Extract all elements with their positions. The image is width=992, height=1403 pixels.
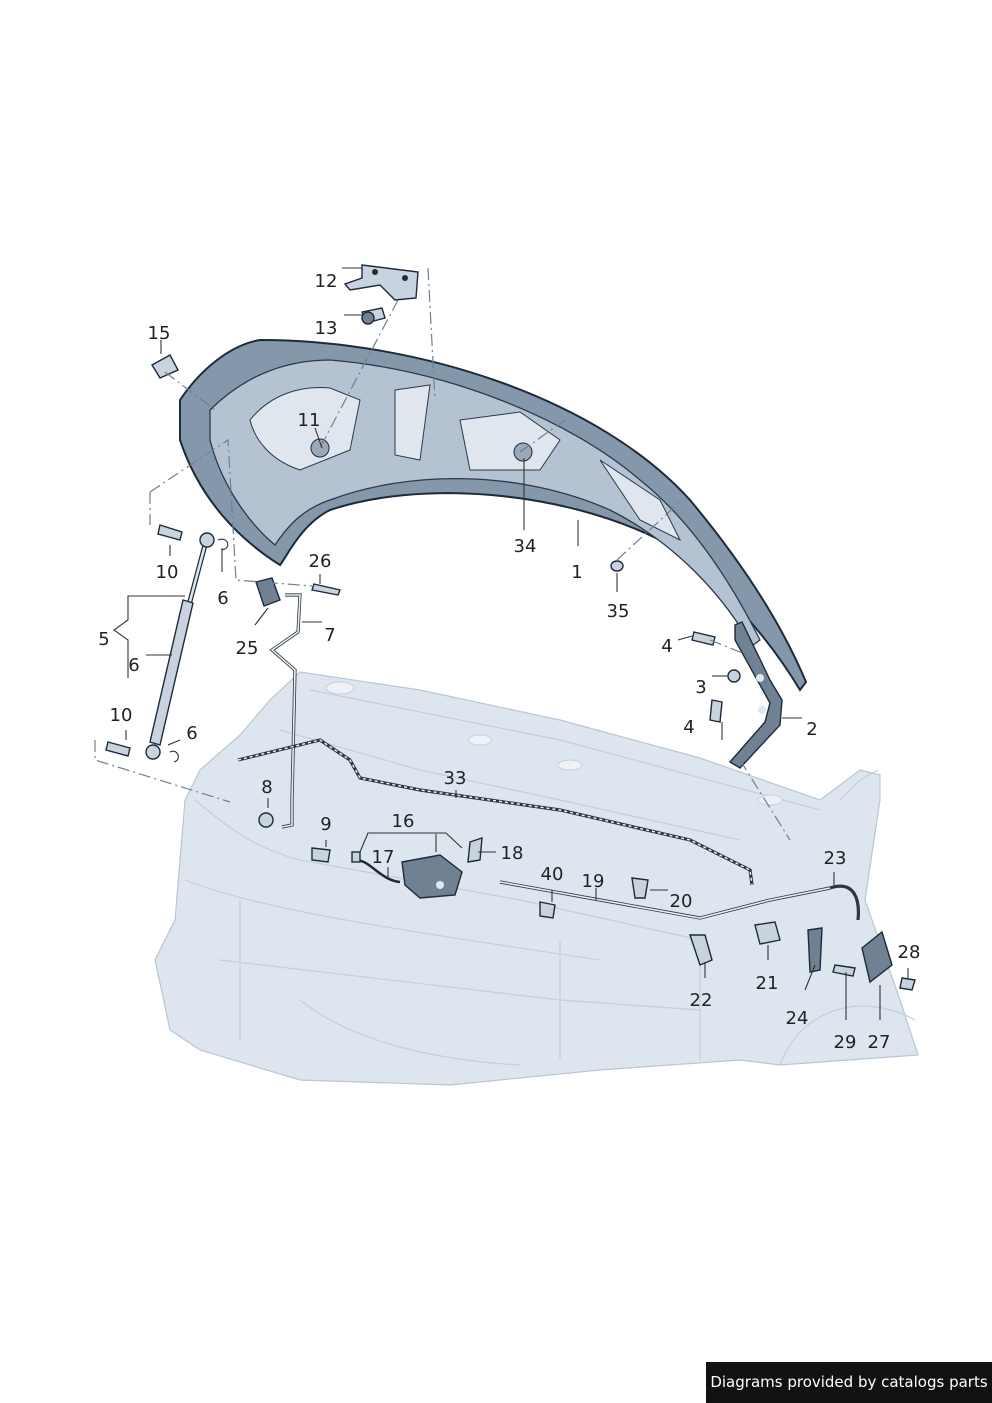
cable-clip-9 <box>311 847 331 863</box>
callout-12: 12 <box>315 271 338 292</box>
callout-7: 7 <box>324 625 335 646</box>
release-cable-front <box>269 593 302 829</box>
rubber-buffer <box>151 354 179 379</box>
callout-19: 19 <box>582 871 605 892</box>
latch-bolt <box>467 836 483 863</box>
callout-28: 28 <box>898 942 921 963</box>
gas-strut <box>145 532 215 760</box>
callout-4-upper: 4 <box>661 636 672 657</box>
grommet-8 <box>258 812 274 828</box>
callout-6-upper: 6 <box>217 588 228 609</box>
hinge-bolt-upper <box>691 631 716 646</box>
callout-10-lower: 10 <box>110 705 133 726</box>
callout-numbers: 1 2 3 4 4 5 6 6 6 7 8 9 10 10 11 12 13 1… <box>98 271 920 1053</box>
callout-34: 34 <box>514 536 537 557</box>
handle-24 <box>807 927 823 973</box>
callout-16: 16 <box>392 811 415 832</box>
callout-5: 5 <box>98 629 109 650</box>
credit-banner: Diagrams provided by catalogs parts <box>706 1362 992 1403</box>
release-lever-27 <box>861 930 893 984</box>
clip-28 <box>899 977 916 991</box>
callout-6-lower: 6 <box>186 723 197 744</box>
callout-2: 2 <box>806 719 817 740</box>
callout-33: 33 <box>444 768 467 789</box>
callout-21: 21 <box>756 973 779 994</box>
latch-striker-plate <box>343 264 419 301</box>
assembly-guide-lines <box>94 267 791 841</box>
callout-3: 3 <box>695 677 706 698</box>
cable-holder-25 <box>255 577 281 607</box>
retaining-clip-upper <box>217 538 229 551</box>
clip-26 <box>311 583 341 596</box>
callout-20: 20 <box>670 891 693 912</box>
retaining-clip-lower <box>169 750 179 763</box>
callout-25: 25 <box>236 638 259 659</box>
callout-leader-lines <box>113 267 909 1020</box>
callout-9: 9 <box>320 814 331 835</box>
callout-22: 22 <box>690 990 713 1011</box>
striker-bolt <box>361 307 386 325</box>
hinge-nut <box>727 669 741 683</box>
callout-18: 18 <box>501 843 524 864</box>
plug-35 <box>610 560 624 572</box>
callout-4-lower: 4 <box>683 717 694 738</box>
callout-11: 11 <box>298 410 321 431</box>
callout-24: 24 <box>786 1008 809 1029</box>
hinge-bolt-lower <box>709 699 723 723</box>
callout-8: 8 <box>261 777 272 798</box>
callout-26: 26 <box>309 551 332 572</box>
callout-27: 27 <box>868 1032 891 1053</box>
strut-ball-stud-upper <box>157 524 183 541</box>
bracket-22 <box>689 934 713 966</box>
cable-guide-20 <box>631 877 649 899</box>
release-cable-main <box>499 880 860 921</box>
hood-seal-strip <box>237 738 754 886</box>
callout-35: 35 <box>607 601 630 622</box>
screw-29 <box>832 964 856 977</box>
callout-29: 29 <box>834 1032 857 1053</box>
callout-13: 13 <box>315 318 338 339</box>
hood-panel <box>179 338 808 692</box>
callout-17: 17 <box>372 847 395 868</box>
strut-ball-stud-lower <box>105 741 131 757</box>
vehicle-front-body <box>154 671 919 1086</box>
clip-21 <box>754 921 781 945</box>
hood-latch-lock <box>401 854 463 899</box>
callout-40: 40 <box>541 864 564 885</box>
latch-wiring-harness <box>351 851 401 884</box>
callout-10-upper: 10 <box>156 562 179 583</box>
callout-1: 1 <box>571 562 582 583</box>
callout-23: 23 <box>824 848 847 869</box>
callout-15: 15 <box>148 323 171 344</box>
cable-holder-40 <box>539 901 556 919</box>
callout-6-middle: 6 <box>128 655 139 676</box>
hood-hinge <box>728 621 783 769</box>
